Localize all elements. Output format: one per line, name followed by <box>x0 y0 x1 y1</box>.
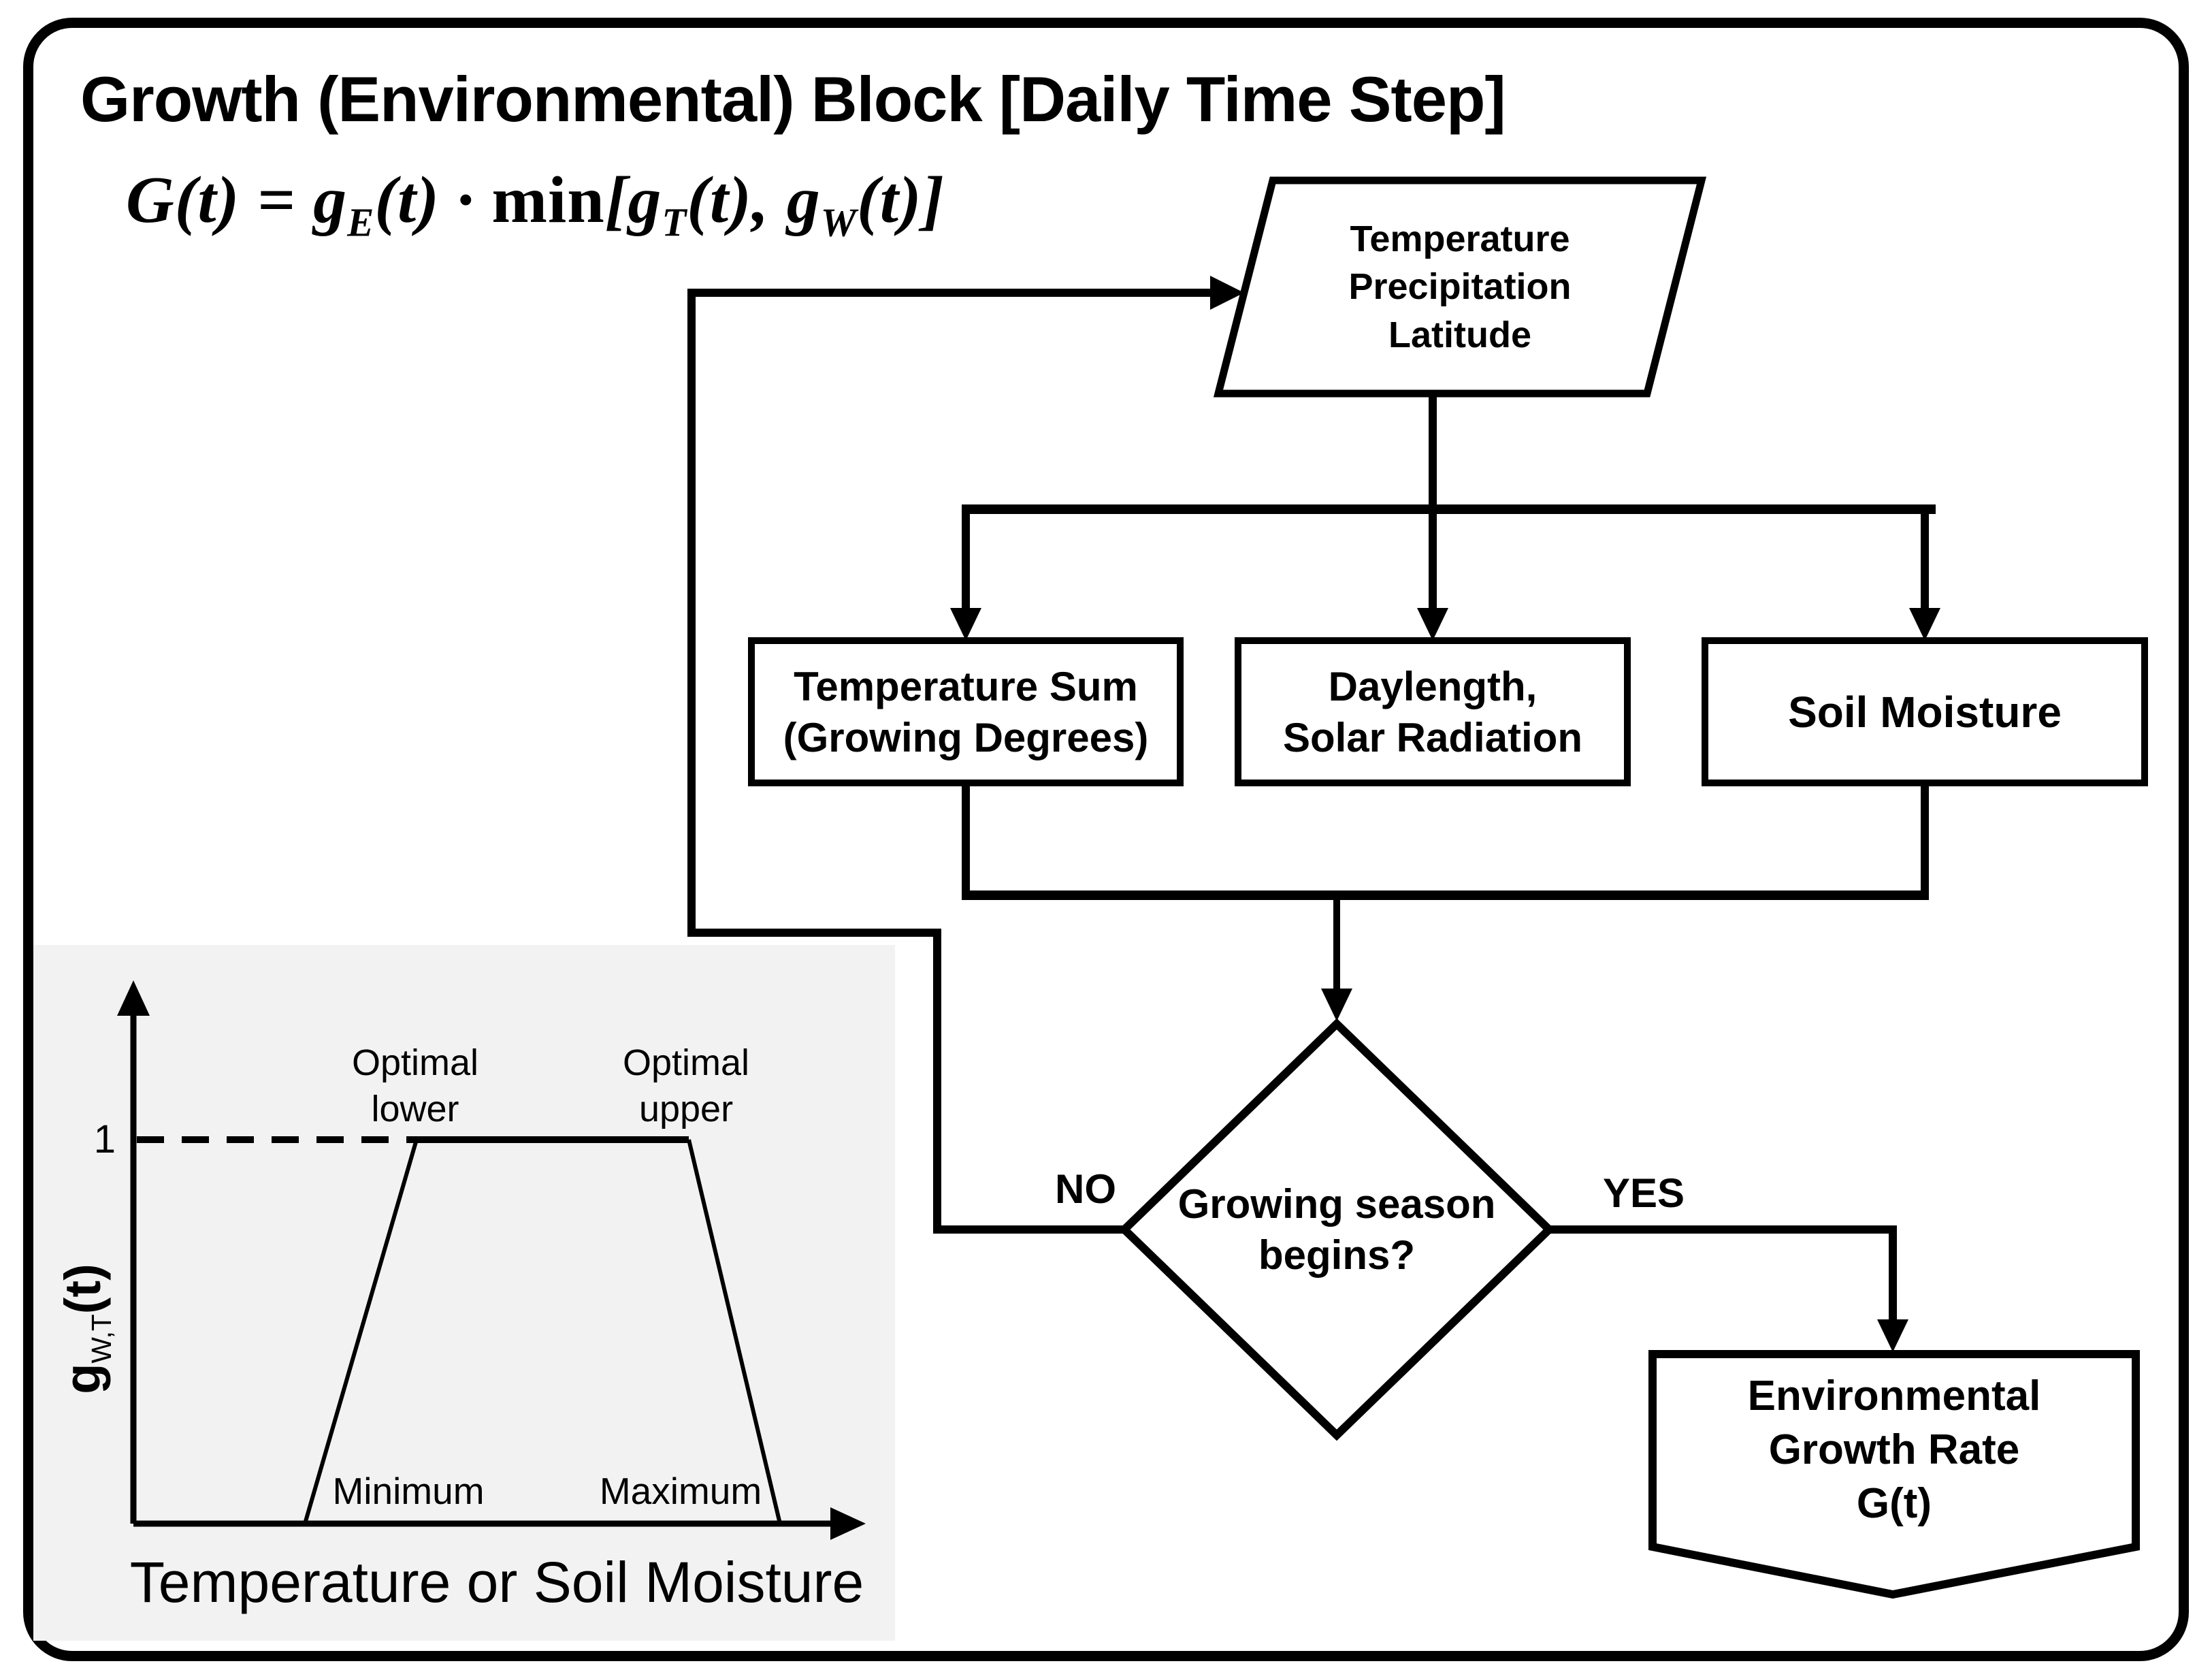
equation-part: G(t) = g <box>126 163 348 237</box>
equation-part: [g <box>604 163 662 237</box>
equation-min-operator: min <box>491 163 605 237</box>
figure-title: Growth (Environmental) Block [Daily Time… <box>80 63 1506 135</box>
inset-annotation-minimum: Minimum <box>332 1470 485 1512</box>
box-soil-moisture-shape <box>1702 637 2148 786</box>
parallelogram-input-shape <box>1213 176 1707 398</box>
inset-annotation-optimal-lower: Optimal lower <box>351 1042 479 1129</box>
box-temperature-sum-shape <box>748 637 1184 786</box>
branch-label-no: NO <box>1055 1166 1116 1212</box>
pennant-output-shape <box>1648 1350 2140 1599</box>
equation-part: (t), g <box>687 163 821 237</box>
output-node-label: Environmental Growth Rate G(t) <box>1747 1372 2041 1527</box>
branch-label-yes: YES <box>1603 1170 1685 1216</box>
equation-subscript-W: W <box>820 200 858 245</box>
arrowhead-into-diamond <box>1321 989 1352 1021</box>
inset-annotation-optimal-upper: Optimal upper <box>622 1042 750 1129</box>
arrowhead-into-box1 <box>950 608 981 641</box>
input-node-label: Temperature Precipitation Latitude <box>1348 219 1572 355</box>
decision-node-label: Growing season begins? <box>1177 1181 1496 1278</box>
equation-part: (t) · <box>374 163 492 237</box>
inset-ylabel-suffix: (t) <box>54 1264 112 1315</box>
inset-x-axis-label: Temperature or Soil Moisture <box>129 1550 864 1614</box>
diamond-decision-shape <box>1118 1018 1555 1441</box>
arrowhead-into-box2 <box>1417 608 1448 641</box>
equation-subscript-E: E <box>347 200 375 245</box>
connector-no-loop <box>687 289 1213 1234</box>
inset-x-axis-arrowhead <box>830 1507 866 1540</box>
soil-moisture-node-label: Soil Moisture <box>1788 687 2062 737</box>
connector-yes-path <box>1549 1225 1897 1322</box>
inset-ylabel-subscript: W,T <box>85 1314 117 1364</box>
arrowhead-into-pennant <box>1877 1319 1908 1352</box>
temperature-sum-node-label: Temperature Sum (Growing Degrees) <box>783 663 1149 760</box>
equation-subscript-T: T <box>662 200 687 245</box>
figure-border <box>23 18 2189 1661</box>
arrowhead-into-box3 <box>1909 608 1940 641</box>
inset-ylabel-base: g <box>54 1363 112 1394</box>
inset-y-axis-arrowhead <box>117 980 150 1016</box>
arrowhead-into-parallelogram <box>1210 276 1244 310</box>
daylength-node-label: Daylength, Solar Radiation <box>1282 663 1583 760</box>
box-daylength-shape <box>1235 637 1631 786</box>
inset-y-tick-label: 1 <box>93 1117 116 1161</box>
equation-part: (t)] <box>857 163 945 237</box>
inset-annotation-maximum: Maximum <box>599 1470 762 1512</box>
inset-trapezoid-rising-edge <box>303 1139 419 1524</box>
inset-trapezoid-falling-edge <box>687 1139 782 1524</box>
inset-y-axis-label: gW,T(t) <box>54 1264 118 1394</box>
growth-equation: G(t) = gE(t) · min[gT(t), gW(t)] <box>126 162 945 246</box>
